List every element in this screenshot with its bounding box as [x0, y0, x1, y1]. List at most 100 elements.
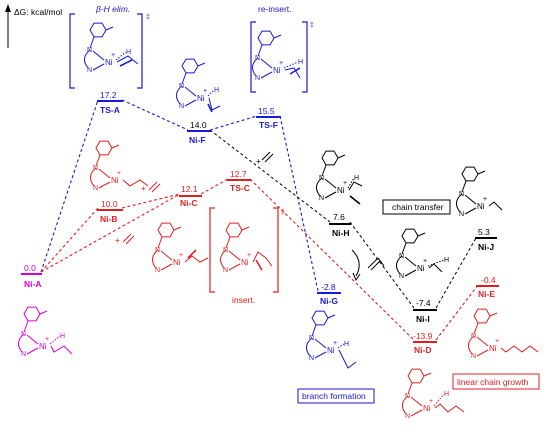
svg-text:N: N — [471, 353, 476, 360]
svg-text:Ni: Ni — [337, 186, 345, 195]
svg-text:+: + — [495, 338, 499, 345]
svg-text:N: N — [459, 211, 464, 218]
svg-text:Ni: Ni — [111, 176, 119, 185]
svg-text:+: + — [247, 252, 251, 259]
svg-text:+: + — [117, 170, 121, 177]
y-axis-label: ΔG: kcal/mol — [14, 7, 62, 17]
svg-text:H: H — [354, 175, 359, 182]
level-ni-e: -0.4 Ni-E — [476, 275, 499, 299]
svg-text:17.2: 17.2 — [100, 90, 117, 100]
svg-text:H: H — [214, 87, 219, 94]
svg-text:N: N — [179, 83, 184, 90]
svg-text:Ni: Ni — [241, 258, 249, 267]
svg-text:Ni-J: Ni-J — [478, 242, 494, 252]
svg-text:+: + — [179, 252, 183, 259]
svg-text:+: + — [423, 258, 427, 265]
svg-text:N: N — [21, 331, 26, 338]
svg-text:branch formation: branch formation — [302, 391, 366, 401]
svg-text:chain transfer: chain transfer — [392, 202, 444, 212]
level-ts-a: 17.2 TS-A — [97, 90, 123, 115]
red-path — [40, 178, 479, 341]
svg-text:linear chain growth: linear chain growth — [457, 377, 529, 387]
svg-text:Ni: Ni — [173, 258, 181, 267]
level-ni-j: 5.3 Ni-J — [475, 227, 497, 252]
svg-text:Ni-E: Ni-E — [478, 289, 495, 299]
svg-text:+: + — [429, 398, 433, 405]
svg-text:N: N — [87, 67, 92, 74]
svg-text:Ni-B: Ni-B — [100, 214, 117, 224]
curved-arrow-propene — [351, 249, 385, 282]
ts-f-dagger: ‡ — [310, 22, 314, 29]
svg-text:+: + — [45, 336, 49, 343]
svg-text:N: N — [223, 267, 228, 274]
svg-text:N: N — [405, 393, 410, 400]
svg-text:+: + — [256, 156, 261, 166]
svg-text:14.0: 14.0 — [190, 120, 207, 130]
svg-text:+: + — [333, 340, 337, 347]
svg-text:H: H — [444, 391, 449, 398]
black-path — [209, 129, 477, 309]
svg-text:H: H — [298, 59, 303, 66]
svg-text:TS-C: TS-C — [230, 183, 250, 193]
svg-text:N: N — [405, 413, 410, 420]
svg-text:Ni-A: Ni-A — [24, 279, 41, 289]
svg-text:-2.8: -2.8 — [321, 282, 336, 292]
complex-ni-b: N N Ni+ — [90, 140, 149, 192]
beta-h-elim-caption: β-H elim. — [95, 4, 130, 14]
svg-text:-7.4: -7.4 — [416, 298, 431, 308]
svg-text:+: + — [279, 60, 283, 67]
ethylene-near-ni-c: + — [141, 181, 161, 193]
svg-text:H: H — [60, 333, 65, 340]
svg-text:15.5: 15.5 — [258, 106, 275, 116]
svg-text:7.6: 7.6 — [333, 212, 345, 222]
svg-text:12.1: 12.1 — [181, 184, 198, 194]
svg-text:0.0: 0.0 — [24, 263, 36, 273]
y-axis: ΔG: kcal/mol — [5, 4, 62, 48]
svg-text:H: H — [344, 341, 349, 348]
svg-text:Ni-H: Ni-H — [332, 228, 349, 238]
svg-text:Ni: Ni — [273, 66, 281, 75]
level-ts-c: 12.7 TS-C — [227, 169, 251, 193]
complex-ni-i: N N Ni+ H — [396, 228, 449, 280]
level-ni-i: -7.4 Ni-I — [413, 298, 437, 324]
svg-text:N: N — [155, 247, 160, 254]
svg-text:N: N — [399, 253, 404, 260]
svg-text:N: N — [93, 165, 98, 172]
svg-text:-13.9: -13.9 — [413, 331, 433, 341]
insert-caption: insert. — [232, 295, 255, 305]
svg-text:Ni: Ni — [417, 264, 425, 273]
svg-text:N: N — [309, 335, 314, 342]
blue-path — [40, 99, 319, 292]
svg-text:Ni: Ni — [477, 202, 485, 211]
svg-text:N: N — [179, 103, 184, 110]
svg-text:Ni-D: Ni-D — [414, 345, 431, 355]
svg-text:N: N — [255, 55, 260, 62]
svg-text:N: N — [319, 175, 324, 182]
svg-text:TS-F: TS-F — [259, 120, 278, 130]
svg-text:+: + — [111, 52, 115, 59]
svg-text:+: + — [483, 196, 487, 203]
svg-text:Ni-F: Ni-F — [189, 135, 206, 145]
svg-text:N: N — [399, 273, 404, 280]
svg-text:-0.4: -0.4 — [481, 275, 496, 285]
svg-text:Ni: Ni — [327, 346, 335, 355]
level-ni-f: 14.0 Ni-F — [187, 120, 211, 145]
svg-text:Ni: Ni — [105, 58, 113, 67]
ts-f-bracket — [250, 21, 308, 93]
svg-text:H: H — [444, 257, 449, 264]
svg-text:Ni-I: Ni-I — [416, 314, 430, 324]
svg-text:N: N — [93, 185, 98, 192]
ts-a-bracket — [69, 13, 143, 89]
level-ni-c: 12.1 Ni-C — [179, 184, 202, 208]
svg-text:N: N — [471, 333, 476, 340]
svg-text:H: H — [126, 49, 131, 56]
svg-text:12.7: 12.7 — [230, 169, 247, 179]
